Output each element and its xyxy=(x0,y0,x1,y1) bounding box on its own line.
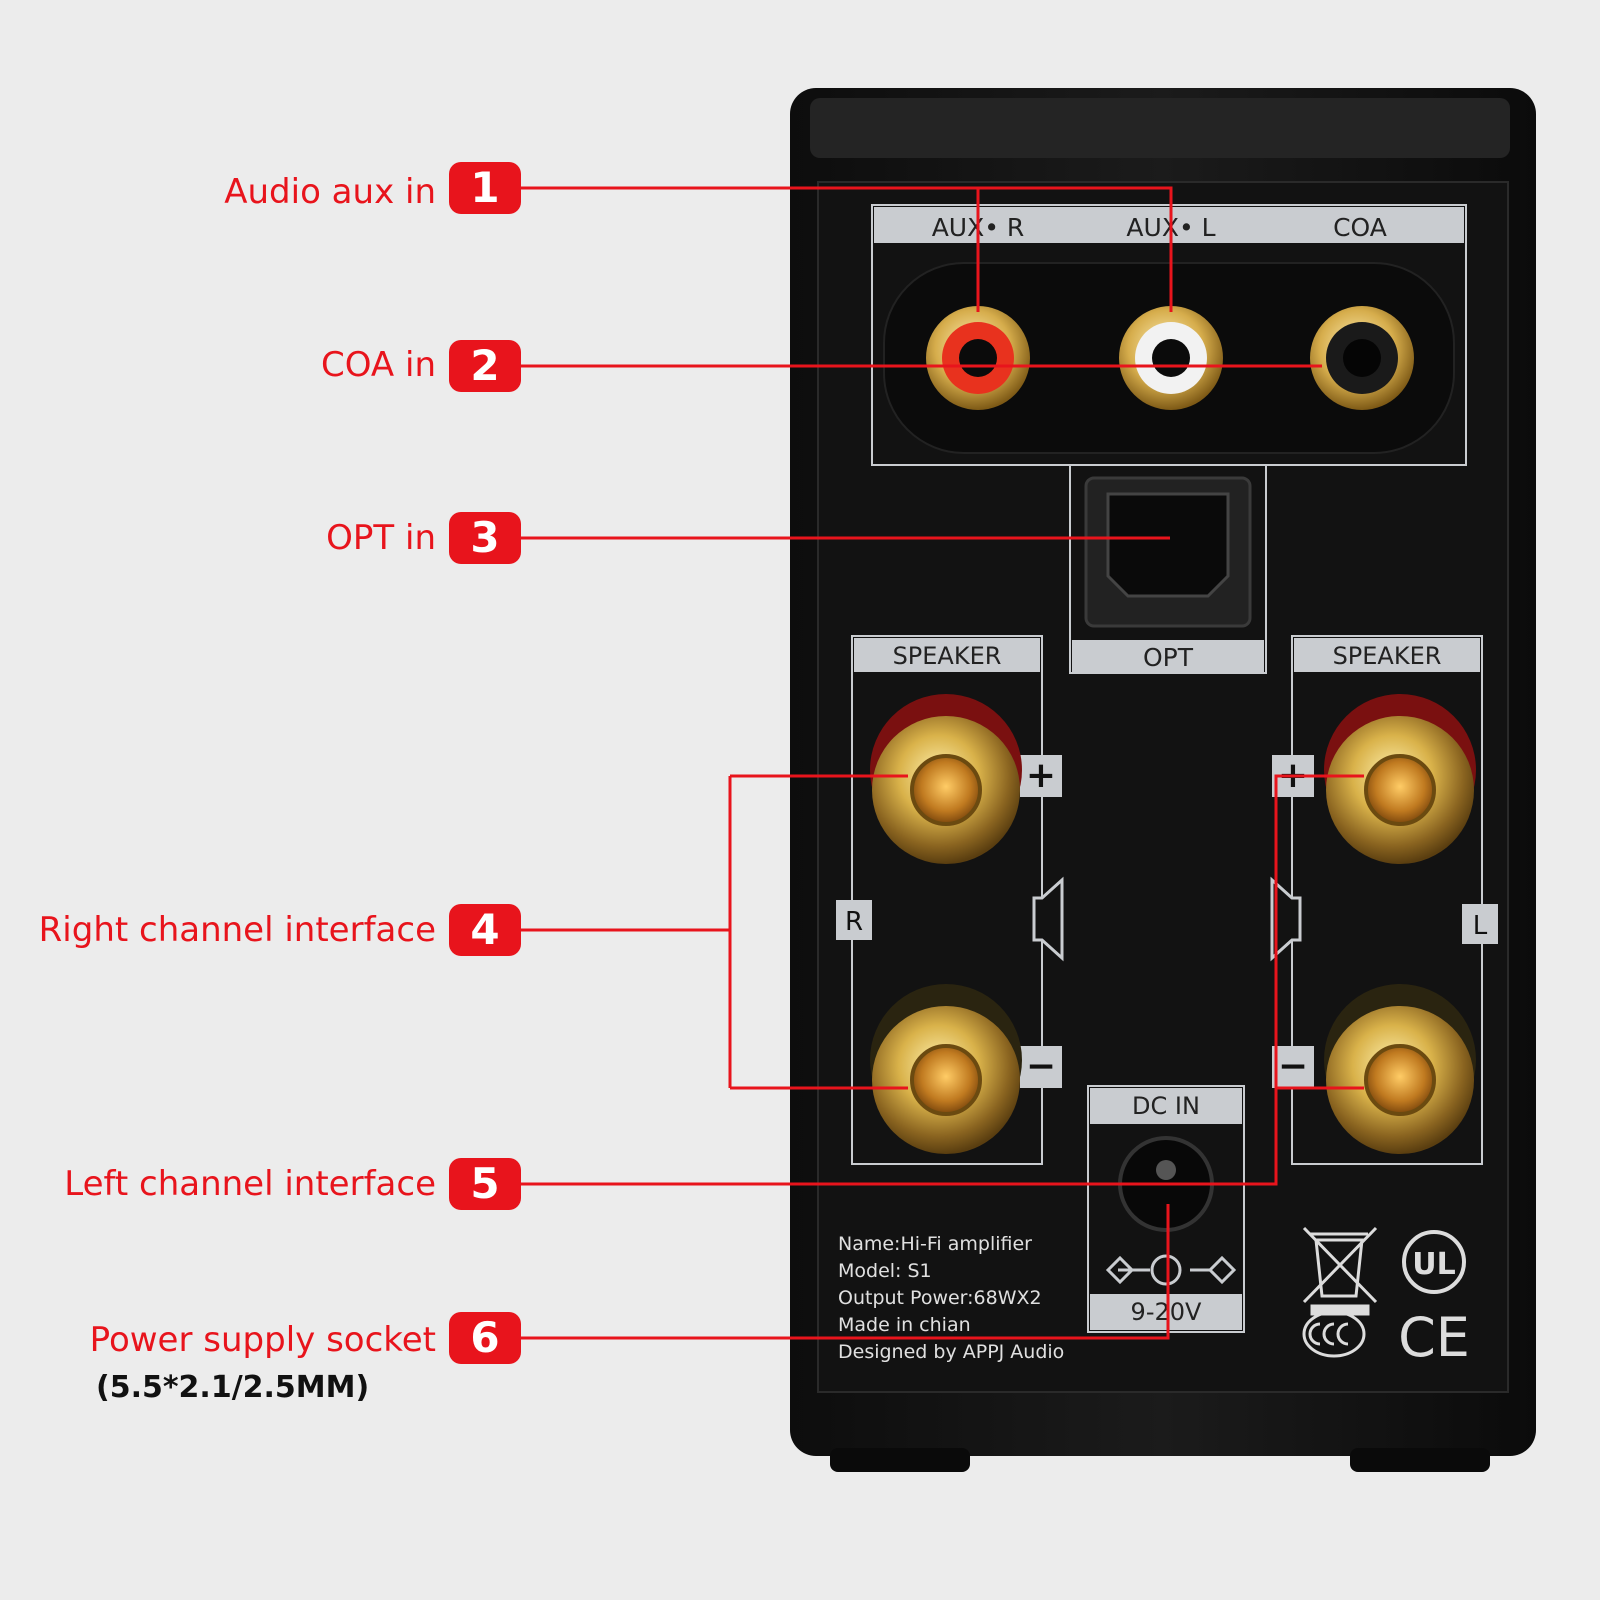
voltage-label: 9-20V xyxy=(1131,1298,1202,1326)
callout-label-opt-in: OPT in xyxy=(326,518,436,558)
ce-mark-icon: CE xyxy=(1398,1306,1470,1369)
info-line-output-power: Output Power:68WX2 xyxy=(838,1287,1042,1309)
optical-panel xyxy=(1069,464,1267,674)
info-line-name: Name:Hi-Fi amplifier xyxy=(838,1233,1032,1255)
callout-label-audio-aux-in: Audio aux in xyxy=(224,172,436,212)
rca-jack-coa[interactable] xyxy=(1310,306,1414,410)
callout-badge-5: 5 xyxy=(449,1158,521,1210)
info-line-model: Model: S1 xyxy=(838,1260,932,1282)
callout-badge-4: 4 xyxy=(449,904,521,956)
binding-post-left-minus[interactable] xyxy=(1324,984,1476,1154)
ul-mark-text: UL xyxy=(1412,1247,1455,1282)
callout-label-power-supply-socket: Power supply socket xyxy=(89,1320,436,1360)
speaker-label-left-block: SPEAKER xyxy=(893,642,1002,670)
coa-label: COA xyxy=(1333,213,1387,242)
callout-line-1 xyxy=(521,186,1173,312)
opt-label: OPT xyxy=(1143,643,1194,672)
weee-bin-icon xyxy=(1302,1226,1378,1316)
callout-line-6 xyxy=(521,1204,1170,1340)
ul-mark-icon: UL xyxy=(1402,1230,1466,1294)
dc-in-label: DC IN xyxy=(1132,1092,1200,1120)
callout-label-right-channel-interface: Right channel interface xyxy=(38,910,436,950)
callout-badge-1: 1 xyxy=(449,162,521,214)
callout-label-left-channel-interface: Left channel interface xyxy=(64,1164,436,1204)
info-line-designed-by: Designed by APPJ Audio xyxy=(838,1341,1064,1363)
callout-line-5 xyxy=(521,774,1364,1186)
binding-post-right-minus[interactable] xyxy=(870,984,1022,1154)
binding-post-left-plus[interactable] xyxy=(1324,694,1476,864)
speaker-block-right-channel xyxy=(836,635,1064,1165)
callout-badge-3: 3 xyxy=(449,512,521,564)
ccc-mark-icon xyxy=(1302,1310,1366,1358)
callout-badge-2: 2 xyxy=(449,340,521,392)
minus-label-r: − xyxy=(1026,1046,1056,1087)
callout-line-4 xyxy=(521,774,908,1090)
callout-badge-6: 6 xyxy=(449,1312,521,1364)
binding-post-right-plus[interactable] xyxy=(870,694,1022,864)
speaker-label-right-block: SPEAKER xyxy=(1333,642,1442,670)
callout-sublabel-socket-size: (5.5*2.1/2.5MM) xyxy=(96,1370,370,1405)
callout-label-coa-in: COA in xyxy=(321,345,436,385)
dc-in-panel xyxy=(1087,1085,1245,1333)
rca-jack-aux-l[interactable] xyxy=(1119,306,1223,410)
rca-jack-aux-r[interactable] xyxy=(926,306,1030,410)
channel-l-label: L xyxy=(1473,911,1488,941)
minus-label-l: − xyxy=(1278,1046,1308,1087)
speaker-block-left-channel xyxy=(1270,635,1498,1165)
channel-r-label: R xyxy=(845,907,863,937)
optical-port[interactable] xyxy=(1084,476,1252,628)
info-line-made-in: Made in chian xyxy=(838,1314,971,1336)
callout-lines xyxy=(521,186,1364,1340)
plus-label-r: + xyxy=(1026,755,1056,796)
